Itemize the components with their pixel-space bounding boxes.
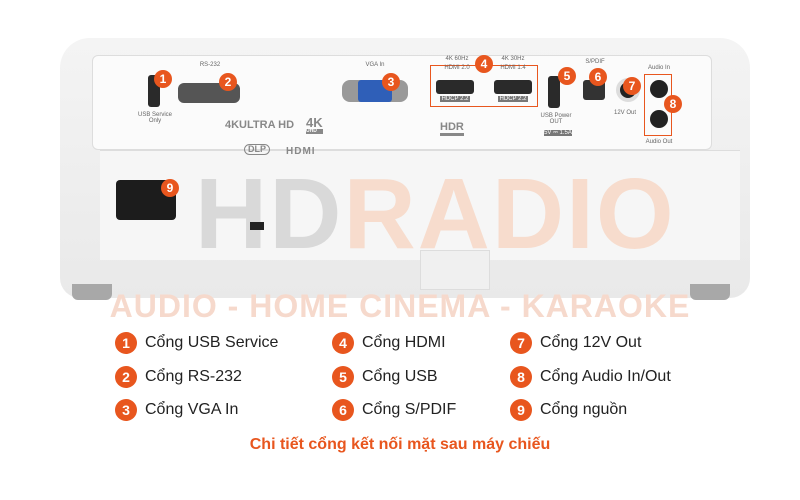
hdmi2-freq: 4K 30Hz [501,56,525,62]
4k-ultrahd-logo: 4KULTRA HD [225,119,295,131]
hdmi2-label: HDMI 1.4 [500,65,526,71]
watermark-radio: RADIO [343,158,676,270]
usb-service-label: USB Service Only [137,112,172,124]
legend-number-badge: 2 [115,366,137,388]
hdcp2-label: HDCP 2.2 [498,96,528,102]
lower-panel [100,150,740,260]
uhd-text: UHD [306,129,323,134]
legend-number-badge: 8 [510,366,532,388]
hdmi2-port [494,80,532,94]
hdmi1-label: HDMI 2.0 [444,65,470,71]
legend-number-badge: 3 [115,399,137,421]
usb-power-label: USB Power OUT [540,113,572,125]
legend-number-badge: 4 [332,332,354,354]
projector-foot-left [72,284,112,300]
audio-in-label: Audio In [647,65,671,71]
hdmi1-port [436,80,474,94]
legend-item: 4 Cổng HDMI [332,332,446,354]
legend-item: 9 Cổng nguồn [510,399,627,421]
legend-item: 7 Cổng 12V Out [510,332,641,354]
legend-label: Cổng USB Service [145,334,279,351]
legend-item: 5 Cổng USB [332,366,438,388]
legend-label: Cổng RS-232 [145,368,242,385]
dlp-logo: DLP [244,144,270,155]
legend-item: 1 Cổng USB Service [115,332,278,354]
audio-in-jack [650,80,668,98]
marker-6: 6 [589,68,607,86]
legend-item: 6 Cổng S/PDIF [332,399,456,421]
projector-foot-right [690,284,730,300]
legend-label: Cổng VGA In [145,401,239,418]
4k-text: 4K [306,115,323,130]
lens-slot [420,250,490,290]
legend-item: 8 Cổng Audio In/Out [510,366,671,388]
legend-number-badge: 7 [510,332,532,354]
legend-label: Cổng nguồn [540,401,628,418]
marker-9: 9 [161,179,179,197]
marker-4: 4 [475,55,493,73]
usb-rating-label: 5V ⎓ 1.5A [544,130,572,136]
vga-label: VGA In [365,62,385,68]
marker-3: 3 [382,73,400,91]
spdif-label: S/PDIF [585,59,605,65]
legend-item: 2 Cổng RS-232 [115,366,242,388]
marker-5: 5 [558,67,576,85]
12v-label: 12V Out [613,110,636,116]
legend-number-badge: 1 [115,332,137,354]
audio-out-jack [650,110,668,128]
hdr-logo: HDR [440,122,464,136]
legend-label: Cổng USB [362,368,438,385]
watermark-brand: HDRADIO [195,164,676,264]
rs232-label: RS-232 [199,62,221,68]
legend-label: Cổng 12V Out [540,334,642,351]
marker-2: 2 [219,73,237,91]
legend-number-badge: 5 [332,366,354,388]
legend-number-badge: 9 [510,399,532,421]
caption: Chi tiết cổng kết nối mặt sau máy chiếu [249,436,551,453]
usb-power-port [548,76,560,108]
legend-label: Cổng S/PDIF [362,401,457,418]
kensington-lock-slot [250,222,264,230]
hdcp1-label: HDCP 2.2 [440,96,470,102]
marker-8: 8 [664,95,682,113]
legend-label: Cổng HDMI [362,334,446,351]
audio-out-label: Audio Out [645,139,673,145]
watermark-tagline: AUDIO - HOME CINEMA - KARAOKE [109,288,691,324]
legend-label: Cổng Audio In/Out [540,368,671,385]
hdmi1-freq: 4K 60Hz [445,56,469,62]
marker-7: 7 [623,77,641,95]
legend-number-badge: 6 [332,399,354,421]
marker-1: 1 [154,70,172,88]
hdmi-logo: HDMI [286,146,316,157]
watermark-hd: HD [195,158,344,270]
legend-item: 3 Cổng VGA In [115,399,238,421]
